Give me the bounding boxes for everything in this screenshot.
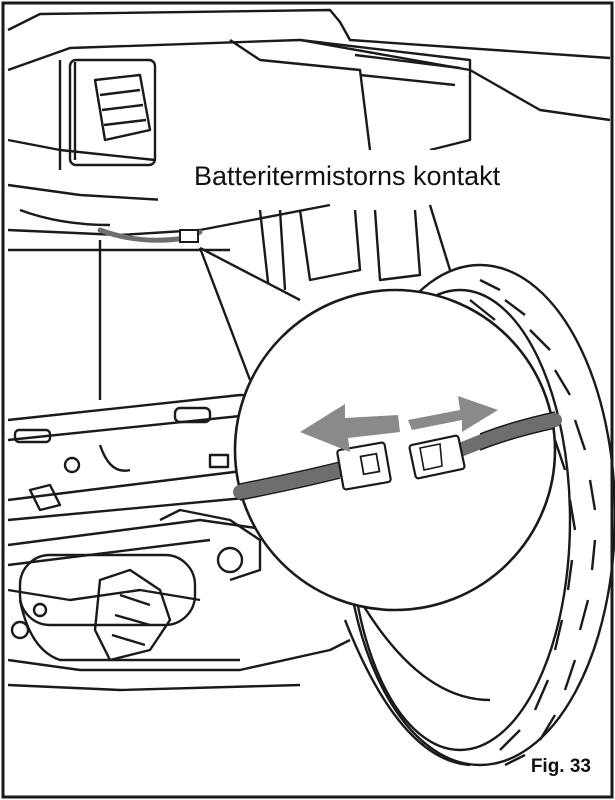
source-connector (179, 229, 199, 243)
callout-label: Batteritermistorns kontakt (158, 150, 576, 202)
magnified-connector-right (408, 411, 562, 480)
machine-body (7, 8, 611, 400)
callout-circle (233, 288, 557, 612)
callout-wedge-edges (198, 246, 301, 381)
arrow-right-icon (408, 396, 498, 432)
arrow-left-icon (300, 404, 400, 452)
figure-number: Fig. 33 (530, 756, 591, 777)
magnified-connector-left (233, 441, 392, 501)
callout-wedge (200, 248, 300, 380)
